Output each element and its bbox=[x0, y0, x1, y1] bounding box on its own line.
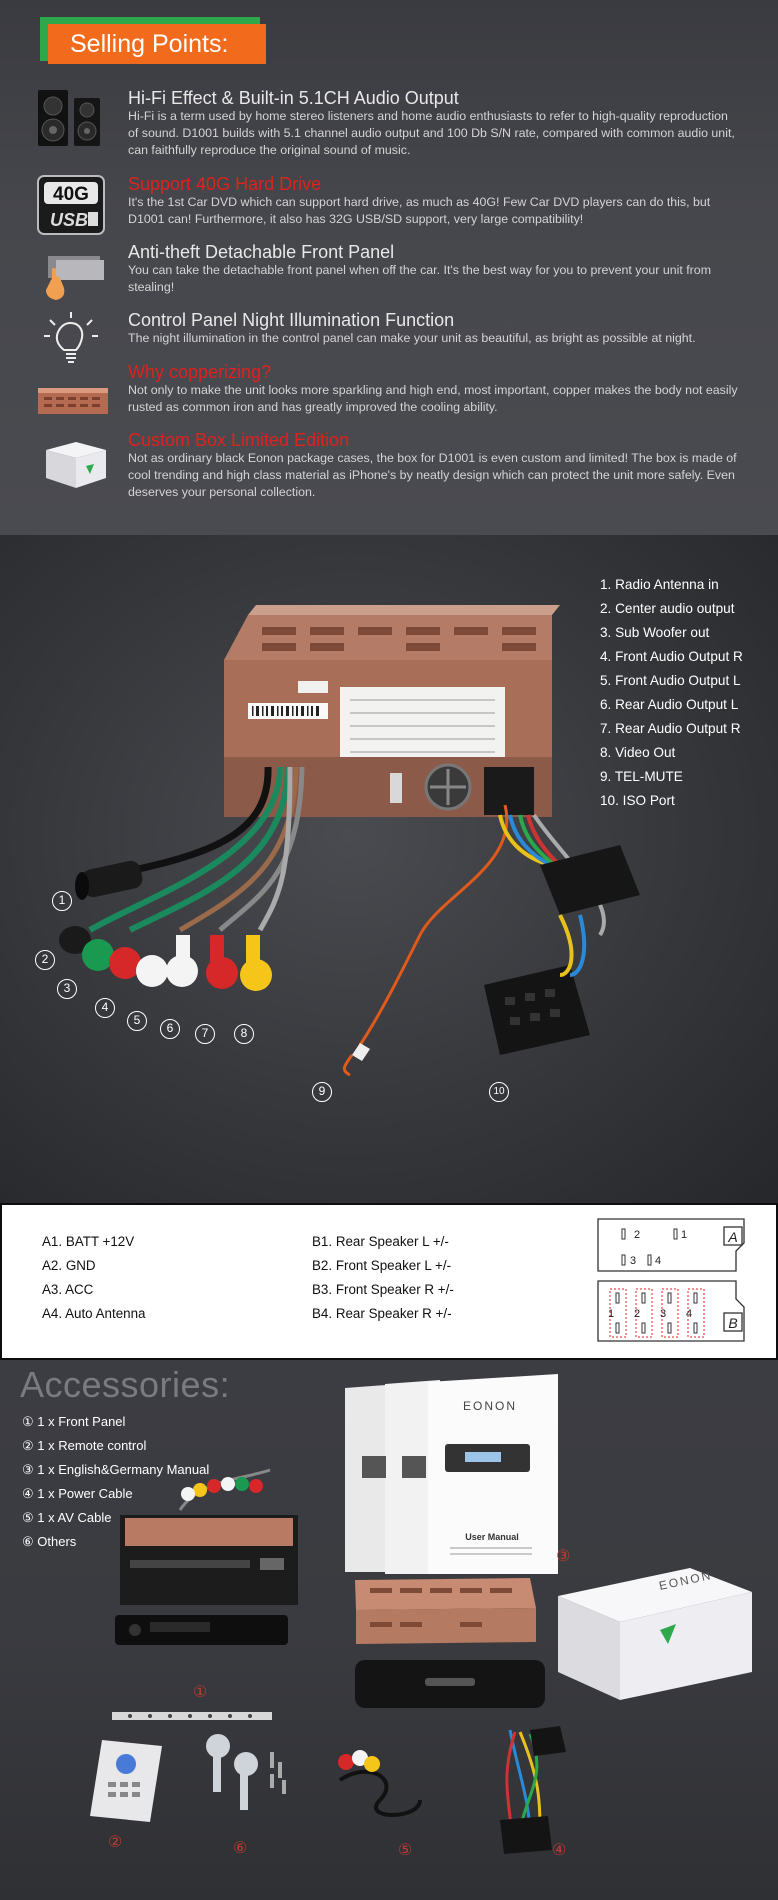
selling-point-text: Hi-Fi is a term used by home stereo list… bbox=[128, 109, 735, 157]
iso-pinout-section: A1. BATT +12V A2. GND A3. ACC A4. Auto A… bbox=[0, 1203, 778, 1360]
selling-point-title: Support 40G Hard Drive bbox=[128, 174, 322, 194]
connection-list: 1. Radio Antenna in 2. Center audio outp… bbox=[600, 573, 743, 813]
selling-point-text: Not as ordinary black Eonon package case… bbox=[128, 451, 737, 499]
accessory-item: ④ 1 x Power Cable bbox=[22, 1486, 133, 1501]
iso-pin-a2: A2. GND bbox=[42, 1258, 96, 1273]
photo-mark-power-cable: ④ bbox=[552, 1842, 567, 1859]
selling-points-badge: Selling Points: bbox=[48, 24, 266, 64]
iso-pin-a1: A1. BATT +12V bbox=[42, 1234, 135, 1249]
marker-2: 2 bbox=[35, 950, 55, 970]
photo-mark-av-cable: ⑤ bbox=[398, 1842, 413, 1859]
marker-8: 8 bbox=[234, 1024, 254, 1044]
pin-b-label: 4 bbox=[686, 1308, 692, 1320]
package-box-icon bbox=[36, 430, 108, 494]
iso-pin-a3: A3. ACC bbox=[42, 1282, 94, 1297]
marker-3: 3 bbox=[57, 979, 77, 999]
selling-point-text: You can take the detachable front panel … bbox=[128, 263, 712, 294]
speakers-icon bbox=[36, 88, 108, 152]
accessory-item: ⑤ 1 x AV Cable bbox=[22, 1510, 112, 1525]
selling-point-text: The night illumination in the control pa… bbox=[128, 331, 696, 345]
photo-mark-front-panel: ① bbox=[193, 1684, 208, 1701]
photo-mark-others: ⑥ bbox=[233, 1840, 248, 1857]
accessories-list: ① 1 x Front Panel ② 1 x Remote control ③… bbox=[22, 1410, 209, 1554]
marker-9: 9 bbox=[312, 1082, 332, 1102]
marker-7: 7 bbox=[195, 1024, 215, 1044]
selling-point-title: Hi-Fi Effect & Built-in 5.1CH Audio Outp… bbox=[128, 88, 459, 108]
manual-title: User Manual bbox=[465, 1532, 519, 1542]
pin-a-label: 1 bbox=[681, 1229, 687, 1241]
icon-label-usb: USB bbox=[50, 210, 88, 230]
connection-item: 10. ISO Port bbox=[600, 793, 675, 808]
accessories-title: Accessories: bbox=[20, 1364, 231, 1405]
pin-b-label: 2 bbox=[634, 1308, 640, 1320]
iso-pin-b4: B4. Rear Speaker R +/- bbox=[312, 1306, 452, 1321]
selling-point-text: It's the 1st Car DVD which can support h… bbox=[128, 195, 711, 226]
accessories-section: EONON User Manual bbox=[0, 1360, 778, 1900]
pin-a-label: 2 bbox=[634, 1229, 640, 1241]
connection-item: 8. Video Out bbox=[600, 745, 676, 760]
detachable-panel-icon bbox=[36, 242, 108, 306]
connector-label-b: B bbox=[728, 1315, 737, 1331]
selling-point-title: Custom Box Limited Edition bbox=[128, 430, 350, 450]
iso-pin-a4: A4. Auto Antenna bbox=[42, 1306, 146, 1321]
connection-item: 6. Rear Audio Output L bbox=[600, 697, 739, 712]
connection-item: 4. Front Audio Output R bbox=[600, 649, 743, 664]
pin-b-label: 1 bbox=[608, 1308, 614, 1320]
light-bulb-icon bbox=[36, 310, 108, 374]
connection-item: 5. Front Audio Output L bbox=[600, 673, 741, 688]
selling-point-text: Not only to make the unit looks more spa… bbox=[128, 383, 738, 414]
iso-connector-diagram: A B 2 1 3 4 1 2 3 4 bbox=[597, 1218, 745, 1342]
iso-pinout-table: A1. BATT +12V A2. GND A3. ACC A4. Auto A… bbox=[2, 1205, 776, 1358]
connections-section: 1 2 3 4 5 6 7 8 9 10 1. Radio Antenna in… bbox=[0, 535, 778, 1203]
manual-brand: EONON bbox=[463, 1399, 517, 1413]
pin-a-label: 4 bbox=[655, 1255, 661, 1267]
selling-point-custom-box: Custom Box Limited Edition Not as ordina… bbox=[36, 430, 737, 500]
selling-point-title: Control Panel Night Illumination Functio… bbox=[128, 310, 455, 330]
connection-item: 9. TEL-MUTE bbox=[600, 769, 683, 784]
marker-1: 1 bbox=[52, 891, 72, 911]
accessory-item: ① 1 x Front Panel bbox=[22, 1414, 126, 1429]
pin-a-label: 3 bbox=[630, 1255, 636, 1267]
marker-6: 6 bbox=[160, 1019, 180, 1039]
iso-pin-b2: B2. Front Speaker L +/- bbox=[312, 1258, 452, 1273]
selling-point-hifi: Hi-Fi Effect & Built-in 5.1CH Audio Outp… bbox=[36, 88, 736, 158]
marker-4: 4 bbox=[95, 998, 115, 1018]
accessory-item: ② 1 x Remote control bbox=[22, 1438, 147, 1453]
accessory-item: ⑥ Others bbox=[22, 1534, 77, 1549]
connection-item: 2. Center audio output bbox=[600, 601, 735, 616]
iso-pin-b3: B3. Front Speaker R +/- bbox=[312, 1282, 454, 1297]
selling-point-title: Why copperizing? bbox=[128, 362, 272, 382]
icon-label-40g: 40G bbox=[53, 184, 89, 205]
accessory-item: ③ 1 x English&Germany Manual bbox=[22, 1462, 210, 1477]
connection-item: 7. Rear Audio Output R bbox=[600, 721, 741, 736]
connector-label-a: A bbox=[727, 1229, 737, 1245]
selling-point-night-illumination: Control Panel Night Illumination Functio… bbox=[36, 310, 736, 370]
usb-40g-icon: 40G USB bbox=[36, 174, 108, 238]
connection-item: 1. Radio Antenna in bbox=[600, 577, 719, 592]
selling-point-copperizing: Why copperizing? Not only to make the un… bbox=[36, 362, 738, 426]
connection-item: 3. Sub Woofer out bbox=[600, 625, 710, 640]
selling-points-section: Selling Points: Hi-Fi Effect & Built-in … bbox=[0, 0, 778, 535]
unit-rear-photo bbox=[59, 605, 640, 1077]
selling-point-title: Anti-theft Detachable Front Panel bbox=[128, 242, 395, 262]
pin-b-label: 3 bbox=[660, 1308, 666, 1320]
accessories-photo: EONON User Manual bbox=[90, 1374, 752, 1854]
marker-5: 5 bbox=[127, 1011, 147, 1031]
selling-point-hard-drive: 40G USB Support 40G Hard Drive It's the … bbox=[36, 174, 736, 236]
selling-point-front-panel: Anti-theft Detachable Front Panel You ca… bbox=[36, 242, 736, 302]
marker-10: 10 bbox=[489, 1082, 509, 1102]
photo-mark-remote: ② bbox=[108, 1834, 123, 1851]
photo-mark-manual: ③ bbox=[556, 1548, 571, 1565]
copper-chassis-icon bbox=[36, 362, 108, 426]
iso-pin-b1: B1. Rear Speaker L +/- bbox=[312, 1234, 449, 1249]
